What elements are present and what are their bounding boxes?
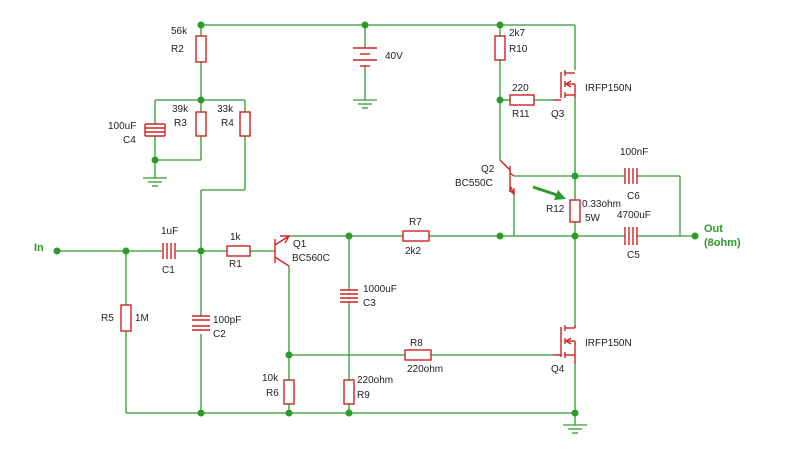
resistor-r11 [509,94,535,106]
c6-label: C6 [627,191,640,202]
r11-value: 220 [512,83,529,94]
r11-label: R11 [512,109,530,120]
r10-label: R10 [509,44,528,55]
q1-label: Q1 [293,239,307,250]
capacitor-c5 [624,227,638,245]
q2-label: Q2 [481,164,495,175]
resistor-r12 [569,199,581,223]
c4-value: 100uF [108,121,136,132]
ground-symbol-battery [353,99,377,109]
c3-value: 1000uF [363,284,397,295]
transistor-q1 [274,235,291,267]
r12-value: 0.33ohm [582,199,621,210]
input-label: In [34,242,44,254]
capacitor-c6 [624,168,638,184]
r8-value: 220ohm [407,364,443,375]
annotation-arrow [532,185,566,200]
q4-label: Q4 [551,364,565,375]
r9-label: R9 [357,390,370,401]
ground-symbol-bias [143,177,167,187]
c5-value: 4700uF [617,210,651,221]
q2-type: BC550C [455,178,493,189]
r6-value: 10k [262,373,279,384]
r1-value: 1k [230,232,242,243]
resistor-r2 [195,35,207,63]
ground-symbol-main [563,424,587,434]
mosfet-q3 [553,70,576,101]
r3-value: 39k [172,104,189,115]
c6-value: 100nF [620,147,648,158]
battery-40v [353,47,377,67]
r12-label: R12 [546,204,565,215]
r8-label: R8 [410,338,423,349]
r4-value: 33k [217,104,234,115]
resistor-r1 [226,245,251,257]
transistor-q2 [499,159,515,196]
c5-label: C5 [627,250,640,261]
c2-value: 100pF [213,315,241,326]
r5-value: 1M [135,313,149,324]
r1-label: R1 [229,259,242,270]
c4-label: C4 [123,135,136,146]
resistor-r10 [494,35,506,61]
q3-label: Q3 [551,109,565,120]
resistor-r8 [404,349,432,361]
r12-power: 5W [585,213,601,224]
r2-label: R2 [171,44,184,55]
capacitor-c4 [144,123,166,137]
r10-value: 2k7 [509,28,526,39]
capacitor-c1 [162,243,176,259]
r9-value: 220ohm [357,375,393,386]
r7-value: 2k2 [405,246,422,257]
r6-label: R6 [266,388,279,399]
r4-label: R4 [221,118,234,129]
resistor-r7 [402,230,430,242]
capacitor-c2 [192,315,210,331]
q1-type: BC560C [292,253,330,264]
resistor-r9 [343,379,355,405]
r5-label: R5 [101,313,114,324]
q3-type: IRFP150N [585,83,632,94]
r2-value: 56k [171,26,188,37]
mosfet-q4 [553,325,576,364]
c1-value: 1uF [161,226,178,237]
r3-label: R3 [174,118,187,129]
junction-dots [53,21,699,417]
resistor-r6 [283,379,295,405]
c1-label: C1 [162,265,175,276]
battery-voltage: 40V [385,51,403,62]
resistor-r5 [120,304,132,332]
c3-label: C3 [363,298,376,309]
q4-type: IRFP150N [585,338,632,349]
output-label: Out [704,223,723,235]
resistor-r3 [195,111,207,137]
c2-label: C2 [213,329,226,340]
r7-label: R7 [409,217,422,228]
resistor-r4 [239,111,251,137]
output-load: (8ohm) [704,237,741,249]
capacitor-c3 [340,289,358,303]
